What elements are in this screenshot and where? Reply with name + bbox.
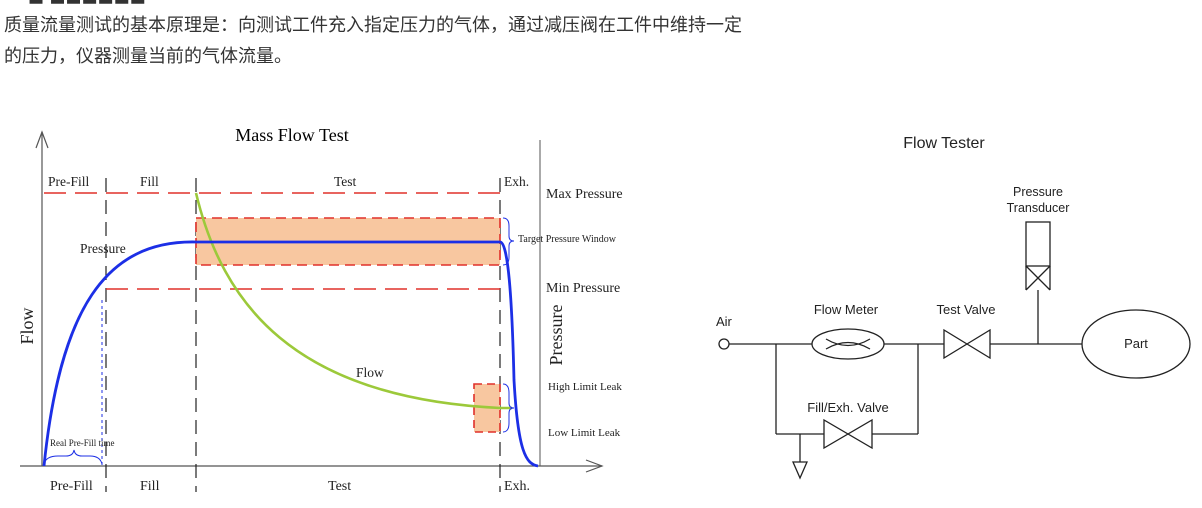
real-prefill-brace (43, 449, 103, 465)
real-prefill-label: Real Pre-Fill time (50, 438, 115, 448)
flow-meter-label: Flow Meter (814, 302, 879, 317)
part-ellipse (1081, 309, 1191, 379)
part-label: Part (1124, 336, 1148, 351)
intro-paragraph: 质量流量测试的基本原理是：向测试工件充入指定压力的气体，通过减压阀在工件中维持一… (4, 10, 742, 72)
phase-top-exh: Exh. (504, 174, 529, 189)
flow-curve-label: Flow (356, 365, 384, 380)
max-pressure-label: Max Pressure (546, 187, 623, 202)
y-axis-arrow (35, 130, 49, 149)
flow-tester-title: Flow Tester (903, 135, 985, 152)
pressure-transducer-body (1025, 221, 1051, 267)
high-limit-leak-label: High Limit Leak (548, 381, 622, 393)
air-label: Air (716, 314, 733, 329)
exhaust-arrow-icon (792, 461, 808, 480)
pressure-curve (42, 240, 539, 468)
fill-exh-valve-label: Fill/Exh. Valve (807, 400, 888, 415)
leak-brace (502, 383, 515, 433)
intro-line-1: 质量流量测试的基本原理是：向测试工件充入指定压力的气体，通过减压阀在工件中维持一… (4, 15, 742, 36)
target-window-label: Target Pressure Window (518, 234, 617, 245)
phase-bottom-fill: Fill (140, 479, 160, 494)
mass-flow-chart: Mass Flow Test Pre-Fill (17, 125, 623, 494)
air-inlet-port (718, 338, 730, 350)
y-left-label: Flow (17, 307, 37, 344)
phase-bottom-exh: Exh. (504, 479, 530, 494)
y-right-label: Pressure (546, 305, 566, 366)
cropped-heading-fragment: ▬ ▬▬▬▬▬▬ (28, 0, 146, 10)
phase-top-prefill: Pre-Fill (48, 174, 90, 189)
flow-meter-body (811, 328, 885, 360)
test-valve-symbol (943, 328, 991, 360)
pressure-transducer-valve (1025, 265, 1051, 291)
intro-line-2: 的压力，仪器测量当前的气体流量。 (4, 46, 292, 67)
phase-top-test: Test (334, 174, 357, 189)
flow-meter-arc-bottom (825, 341, 871, 350)
min-pressure-label: Min Pressure (546, 281, 620, 296)
phase-bottom-prefill: Pre-Fill (50, 479, 93, 494)
phase-top-fill: Fill (140, 174, 159, 189)
fill-exh-valve-symbol (823, 418, 873, 450)
transducer-label-line1: Pressure (1013, 185, 1063, 199)
flow-tester-diagram: Flow Tester Air Flow Meter Test Valve Pr… (716, 135, 1191, 480)
pressure-curve-label: Pressure (80, 241, 126, 256)
transducer-label-line2: Transducer (1007, 201, 1070, 215)
flow-curve (194, 192, 512, 410)
chart-title: Mass Flow Test (235, 125, 348, 145)
test-valve-label: Test Valve (936, 302, 995, 317)
window-brace (502, 217, 515, 266)
flow-meter-arc-top (825, 338, 871, 347)
x-axis-arrow (585, 459, 604, 473)
low-limit-leak-label: Low Limit Leak (548, 427, 621, 439)
phase-bottom-test: Test (328, 479, 351, 494)
